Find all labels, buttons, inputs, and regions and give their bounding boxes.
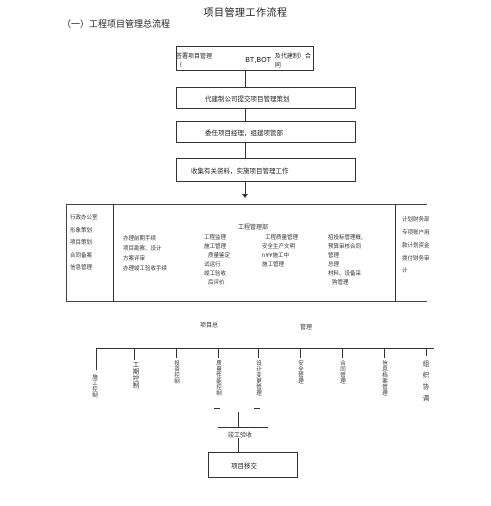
center-col-1-item: 项目勘察、设计 xyxy=(123,246,162,252)
center-col-4-item: 购管理 xyxy=(332,280,349,286)
left-panel: 行政办公室 形象策划 项目策划 合同备案 信息管理 xyxy=(70,212,98,275)
center-col-3-item: h¥¥施工中 xyxy=(262,253,289,259)
branch-label: 安全管理 xyxy=(297,360,303,384)
center-col-3-item: 工程质量管理 xyxy=(265,235,299,241)
connector xyxy=(238,438,239,452)
right-panel-item: 款计划资金 xyxy=(402,243,430,249)
branch-label: 施工控制 xyxy=(91,374,97,398)
center-col-4-item: 管理 xyxy=(328,253,340,259)
branch-label: 工期控制 xyxy=(131,361,139,389)
page-title: 项目管理工作流程 xyxy=(203,8,288,19)
branch-tick xyxy=(176,348,177,358)
flow-step-sign-contract-frame xyxy=(176,46,314,71)
flow-step-sign-contract-left: 签署项目管理（ xyxy=(176,53,213,69)
branch-label: 组织协调 xyxy=(421,360,429,406)
flow-step-sign-contract: 签署项目管理（ BT,BOT 及代建制）合同 xyxy=(176,49,314,71)
center-col-4-item: 总理 xyxy=(328,262,340,268)
left-divider xyxy=(113,204,114,302)
right-panel-item: 拨付财务审 xyxy=(402,256,430,262)
center-col-3: 工程质量管理 安全生产文明 h¥¥施工中 施工管理 xyxy=(262,234,298,270)
branch-foot xyxy=(214,408,220,409)
arrow-head xyxy=(242,194,248,198)
right-panel-item: 计划财务部 xyxy=(402,217,430,223)
connector xyxy=(245,143,246,158)
connector xyxy=(238,412,239,428)
center-col-2-item: 工程监理 xyxy=(204,235,227,241)
flow-step-appoint-manager: 委任项目经理，组建项管部 xyxy=(176,121,356,143)
center-col-2-item: 施工管理 xyxy=(204,244,227,250)
branch-tick xyxy=(426,348,427,356)
completion-bar xyxy=(218,427,268,428)
center-col-2-item: 试运行 xyxy=(204,262,221,268)
center-col-2-item: 竣工验收 xyxy=(204,271,227,277)
branch-label: 质量性能控制 xyxy=(215,360,221,396)
branch-label: 信息档案管理 xyxy=(381,360,387,396)
center-col-1-item: 方案评审 xyxy=(123,256,146,262)
lower-label-right: 管理 xyxy=(300,324,313,331)
flow-step-collect-data: 收集有关资料，实施项目管理工作 xyxy=(176,158,356,182)
left-panel-item: 行政办公室 xyxy=(70,215,98,221)
center-col-4-item: 预算审核合同 xyxy=(328,244,362,250)
connector xyxy=(245,182,246,194)
center-col-3-item: 安全生产文明 xyxy=(262,244,296,250)
branch-tick xyxy=(342,348,343,358)
handover-box: 项目移交 xyxy=(208,452,298,478)
branch-tick xyxy=(384,348,385,358)
branch-tick xyxy=(134,348,135,360)
right-panel: 计划财务部 专项账户用 款计划资金 拨付财务审 计 xyxy=(402,214,430,276)
right-panel-item: 专项账户用 xyxy=(402,230,430,236)
center-col-1: 办理前期手续 项目勘察、设计 方案评审 办理竣工验收手续 xyxy=(123,234,167,274)
center-col-4-item: 招投标管理概、 xyxy=(328,235,367,241)
center-col-2: 工程监理 施工管理 质量鉴定 试运行 竣工验收 后评价 xyxy=(204,234,230,288)
branch-tick xyxy=(218,348,219,358)
lower-label-left: 项目总 xyxy=(200,322,219,329)
center-col-1-item: 办理竣工验收手续 xyxy=(123,266,168,272)
connector xyxy=(245,71,246,87)
connector xyxy=(245,109,246,121)
branch-foot xyxy=(254,408,260,409)
flow-step-submit-plan: 代建制公司提交项目管理策划 xyxy=(176,87,356,109)
branch-tick xyxy=(300,348,301,358)
center-panel-title: 工程管理部 xyxy=(238,224,269,231)
completion-label: 竣工验收 xyxy=(228,432,253,439)
flow-step-sign-contract-right: 及代建制）合同 xyxy=(274,53,311,69)
center-col-3-item: 施工管理 xyxy=(262,262,285,268)
left-panel-item: 信息管理 xyxy=(70,265,93,271)
branch-tick xyxy=(96,348,97,370)
branch-bus xyxy=(96,348,434,349)
center-col-1-item: 办理前期手续 xyxy=(123,236,157,242)
center-col-4-item: 材料、设备采 xyxy=(328,271,362,277)
left-panel-item: 项目策划 xyxy=(70,240,93,246)
center-col-2-item: 质量鉴定 xyxy=(208,253,231,259)
right-divider xyxy=(395,204,396,302)
center-col-2-item: 后评价 xyxy=(208,280,225,286)
section-subtitle: （一）工程项目管理总流程 xyxy=(62,20,171,30)
branch-label: 投资控制 xyxy=(173,360,179,384)
branch-label: 合同管理 xyxy=(339,360,345,384)
branch-tick xyxy=(258,348,259,358)
flow-step-sign-contract-mid: BT,BOT xyxy=(245,56,271,64)
left-panel-item: 合同备案 xyxy=(70,252,93,259)
right-panel-item: 计 xyxy=(402,268,408,274)
center-col-4: 招投标管理概、 预算审核合同 管理 总理 材料、设备采 购管理 xyxy=(328,234,367,288)
branch-label: 设计变更管理 xyxy=(255,360,261,396)
left-panel-item: 形象策划 xyxy=(70,227,93,234)
division-frame xyxy=(66,204,427,302)
